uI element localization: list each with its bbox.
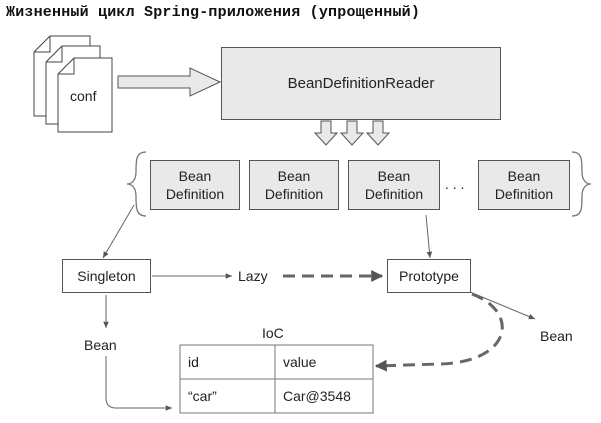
ioc-title: IoC [262, 325, 284, 341]
left-brace [126, 151, 147, 217]
ioc-table-grid [179, 344, 374, 414]
bean-definition-box: Bean Definition [249, 160, 339, 210]
prototype-box: Prototype [387, 259, 471, 293]
ellipsis: . . . [445, 176, 465, 192]
bean-definition-box: Bean Definition [478, 160, 570, 210]
brace-to-singleton-line [102, 204, 135, 259]
ioc-cell-value: Car@3548 [283, 388, 351, 404]
bean-definition-reader-box: BeanDefinitionReader [221, 47, 501, 120]
diagram-title: Жизненный цикл Spring-приложения (упроще… [6, 4, 421, 21]
ioc-cell-id: “car” [188, 388, 217, 404]
prototype-to-ioc-dashed-arrow [374, 292, 504, 372]
definition-to-prototype-line [425, 214, 433, 259]
right-brace [571, 151, 592, 217]
ioc-header-value: value [283, 354, 317, 370]
bean-definition-box: Bean Definition [150, 160, 240, 210]
singleton-bean-label: Bean [84, 337, 117, 353]
ioc-header-id: id [188, 354, 199, 370]
lazy-label: Lazy [238, 268, 268, 284]
bean-definition-box: Bean Definition [348, 160, 440, 210]
reader-output-arrows [313, 120, 391, 146]
bean-to-ioc-line [105, 356, 172, 411]
conf-documents [33, 35, 113, 133]
conf-label: conf [70, 88, 97, 104]
singleton-box: Singleton [62, 259, 151, 293]
conf-to-reader-arrow [117, 67, 222, 97]
prototype-bean-label: Bean [540, 328, 573, 344]
